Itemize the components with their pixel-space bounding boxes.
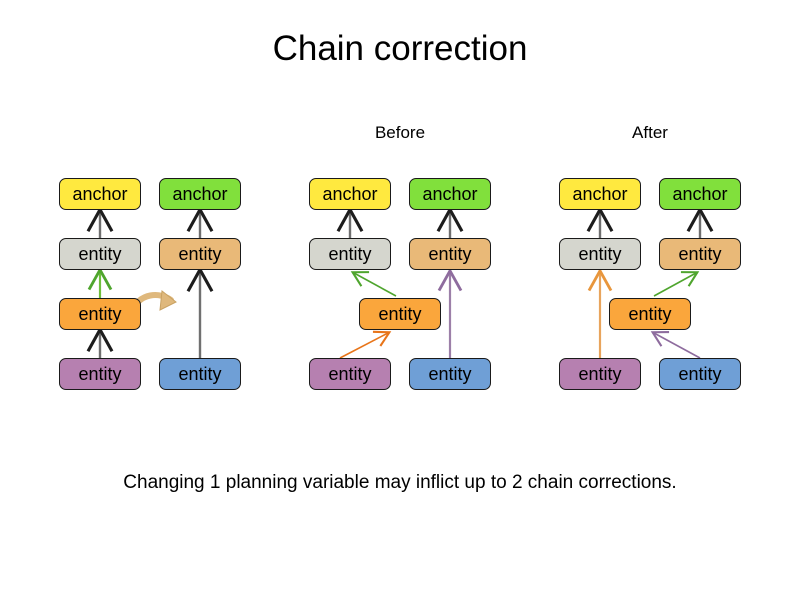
node-label: entity	[628, 304, 672, 324]
node-label: entity	[78, 364, 122, 384]
node-label: entity	[578, 244, 622, 264]
node-entity-orange-before[interactable]: entity	[359, 298, 441, 330]
node-entity-grey-before[interactable]: entity	[309, 238, 391, 270]
group-label-after: After	[632, 123, 668, 142]
node-label: anchor	[72, 184, 128, 204]
node-anchor-yellow-after[interactable]: anchor	[559, 178, 641, 210]
node-label: entity	[328, 364, 372, 384]
node-label: entity	[378, 304, 422, 324]
node-label: entity	[428, 364, 472, 384]
before-arrow-orange-to-grey	[350, 271, 397, 297]
node-entity-tan-initial[interactable]: entity	[159, 238, 241, 270]
node-anchor-yellow-initial[interactable]: anchor	[59, 178, 141, 210]
node-entity-purple-after[interactable]: entity	[559, 358, 641, 390]
after-arrow-blue-to-orange	[650, 331, 701, 359]
group-label-before: Before	[374, 123, 426, 142]
node-entity-grey-after[interactable]: entity	[559, 238, 641, 270]
after-arrow-orange-to-tan	[653, 271, 700, 297]
node-label: entity	[328, 244, 372, 264]
page-title: Chain correction	[272, 29, 528, 68]
node-label: entity	[78, 244, 122, 264]
node-label: anchor	[672, 184, 728, 204]
node-label: entity	[428, 244, 472, 264]
node-label: entity	[178, 244, 222, 264]
node-entity-purple-before[interactable]: entity	[309, 358, 391, 390]
diagram-caption: Changing 1 planning variable may inflict…	[123, 472, 677, 493]
node-entity-blue-before[interactable]: entity	[409, 358, 491, 390]
node-entity-tan-after[interactable]: entity	[659, 238, 741, 270]
node-label: anchor	[172, 184, 228, 204]
before-arrow-purple-to-orange	[339, 330, 392, 359]
node-anchor-green-initial[interactable]: anchor	[159, 178, 241, 210]
node-entity-tan-before[interactable]: entity	[409, 238, 491, 270]
node-entity-blue-after[interactable]: entity	[659, 358, 741, 390]
node-label: entity	[78, 304, 122, 324]
node-entity-orange-initial[interactable]: entity	[59, 298, 141, 330]
node-label: entity	[578, 364, 622, 384]
node-label: entity	[678, 364, 722, 384]
node-label: entity	[678, 244, 722, 264]
node-label: anchor	[322, 184, 378, 204]
node-entity-blue-initial[interactable]: entity	[159, 358, 241, 390]
node-anchor-green-before[interactable]: anchor	[409, 178, 491, 210]
node-entity-orange-after[interactable]: entity	[609, 298, 691, 330]
node-entity-grey-initial[interactable]: entity	[59, 238, 141, 270]
node-label: anchor	[572, 184, 628, 204]
node-entity-purple-initial[interactable]: entity	[59, 358, 141, 390]
node-label: entity	[178, 364, 222, 384]
node-anchor-green-after[interactable]: anchor	[659, 178, 741, 210]
node-anchor-yellow-before[interactable]: anchor	[309, 178, 391, 210]
node-label: anchor	[422, 184, 478, 204]
